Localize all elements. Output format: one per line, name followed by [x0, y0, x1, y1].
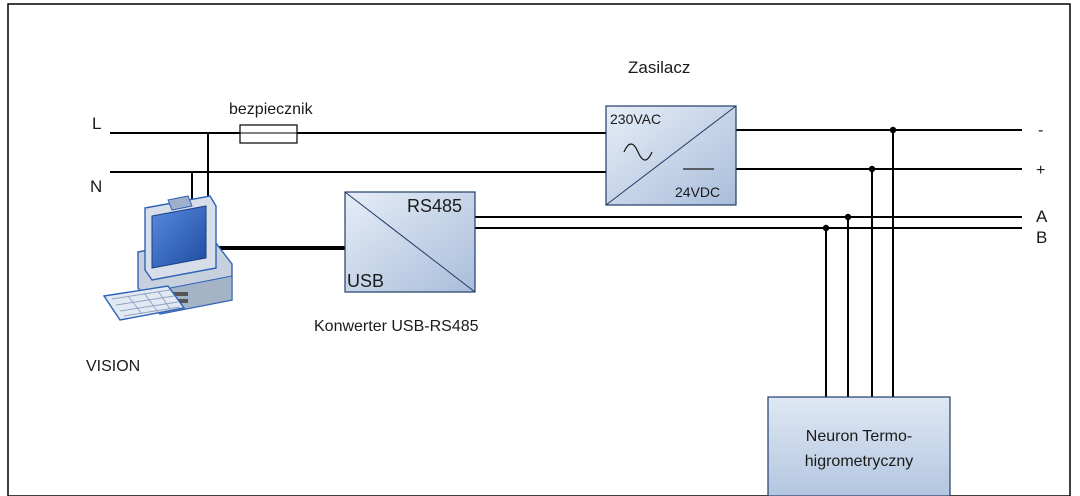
- label-minus: -: [1038, 122, 1043, 139]
- converter-caption: Konwerter USB-RS485: [314, 318, 479, 335]
- sensor-label-line1: Neuron Termo-: [806, 428, 912, 445]
- label-B: B: [1036, 228, 1047, 247]
- wires: [110, 126, 1022, 397]
- converter: [344, 191, 476, 293]
- diagram-frame: [7, 3, 1071, 496]
- sensor-box: [767, 396, 951, 496]
- fuse-label: bezpiecznik: [229, 101, 314, 118]
- fuse: [239, 124, 298, 144]
- sensor: [767, 396, 951, 496]
- converter-rs485-label: RS485: [407, 196, 462, 216]
- label-N: N: [90, 177, 102, 196]
- desktop-computer-icon: [102, 195, 233, 321]
- converter-usb-label: USB: [347, 271, 384, 291]
- sensor-label-line2: higrometryczny: [805, 453, 913, 470]
- power-supply-input: 230VAC: [610, 111, 661, 127]
- computer-label: VISION: [86, 358, 140, 375]
- power-supply-title: Zasilacz: [628, 58, 690, 77]
- junction-A: [844, 213, 852, 221]
- power-supply-output: 24VDC: [675, 184, 720, 200]
- fuse-body: [239, 124, 298, 144]
- junction-minus: [889, 126, 897, 134]
- label-plus: +: [1036, 162, 1045, 179]
- ac-sine-icon: [623, 143, 653, 161]
- label-A: A: [1036, 207, 1048, 226]
- power-supply-diagonal: [605, 105, 737, 206]
- junction-B: [822, 224, 830, 232]
- label-L: L: [92, 114, 101, 133]
- power-supply: [605, 105, 737, 206]
- junction-plus: [868, 165, 876, 173]
- converter-diagonal: [344, 191, 476, 293]
